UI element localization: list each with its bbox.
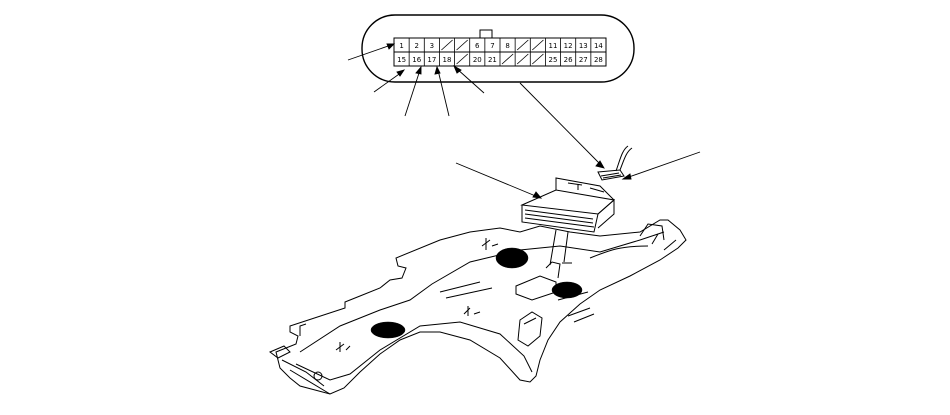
arrowhead-pin-17 [434, 65, 441, 75]
panel-cable [589, 245, 649, 259]
panel-outline [275, 219, 687, 395]
panel-lower-lip [295, 321, 533, 381]
plug-body [597, 169, 625, 181]
speaker-grille-left [370, 321, 406, 339]
panel-clip-right [517, 311, 543, 347]
panel-inner-ridge [299, 231, 665, 353]
arrowhead-plug [595, 160, 605, 169]
pin-label-21: 21 [488, 56, 497, 64]
empty-cavity-slash [516, 39, 529, 51]
leader-connector-to-plug [519, 82, 602, 166]
module-side [597, 198, 615, 229]
arrowhead-pin-1 [386, 43, 396, 50]
pin-label-8: 8 [505, 42, 509, 50]
pin-label-3: 3 [430, 42, 434, 50]
empty-cavity-slash [532, 53, 544, 65]
pin-leaders [347, 43, 701, 199]
pin-label-13: 13 [579, 42, 588, 50]
arrowhead-pin-18 [453, 64, 462, 74]
leader-pin-1 [347, 43, 395, 61]
panel-mark-top [481, 238, 499, 250]
empty-cavity-slash [532, 39, 544, 51]
leader-pin-15 [373, 71, 403, 93]
pin-label-18: 18 [443, 56, 452, 64]
pin-label-28: 28 [594, 56, 603, 64]
leader-pin-17 [437, 69, 450, 117]
plug-wire [615, 145, 633, 172]
module-slots [524, 209, 595, 228]
trim-panel [269, 219, 687, 395]
pin-label-26: 26 [564, 56, 573, 64]
pin-label-25: 25 [549, 56, 558, 64]
empty-cavity-slash [456, 39, 468, 51]
panel-slot-lines [439, 281, 595, 323]
plug-teeth [600, 172, 622, 179]
pin-label-14: 14 [594, 42, 603, 50]
module-front [521, 205, 599, 233]
panel-mark-center [463, 306, 481, 316]
arrowhead-plug-callout [621, 173, 632, 180]
empty-cavity-slash [501, 53, 514, 65]
pin-label-7: 7 [490, 42, 494, 50]
pin-label-15: 15 [397, 56, 406, 64]
pin-label-2: 2 [414, 42, 418, 50]
pin-label-17: 17 [427, 56, 436, 64]
panel-bolt [313, 371, 323, 381]
arrowhead-pin-16 [415, 65, 422, 75]
empty-cavity-slash [441, 39, 453, 51]
arrowhead-module [532, 191, 543, 199]
leader-pin-18 [455, 67, 485, 94]
pin-label-16: 16 [412, 56, 421, 64]
module-bracket [555, 177, 615, 201]
connector-outline [361, 14, 635, 83]
panel-right-bracket [639, 223, 677, 251]
arrowhead-pin-15 [396, 69, 406, 77]
empty-cavity-slash [456, 53, 468, 65]
connector-latch [479, 29, 493, 38]
empty-cavity-slash [516, 53, 529, 65]
speaker-grille-right [551, 281, 583, 299]
pin-label-6: 6 [475, 42, 480, 50]
panel-mark-left [335, 342, 351, 352]
leader-plug-callout [625, 151, 701, 179]
pin-label-27: 27 [579, 56, 588, 64]
pin-label-1: 1 [399, 42, 403, 50]
leader-pin-16 [404, 69, 421, 117]
speaker-grille-center [495, 247, 529, 269]
panel-clip-center [515, 261, 561, 301]
control-module [520, 177, 616, 266]
pin-label-12: 12 [564, 42, 573, 50]
harness-plug [597, 145, 633, 181]
pin-label-11: 11 [549, 42, 558, 50]
leader-module-callout [455, 162, 539, 198]
panel-left-tab [269, 323, 307, 359]
pin-label-20: 20 [473, 56, 482, 64]
panel-front-edge [281, 359, 331, 395]
